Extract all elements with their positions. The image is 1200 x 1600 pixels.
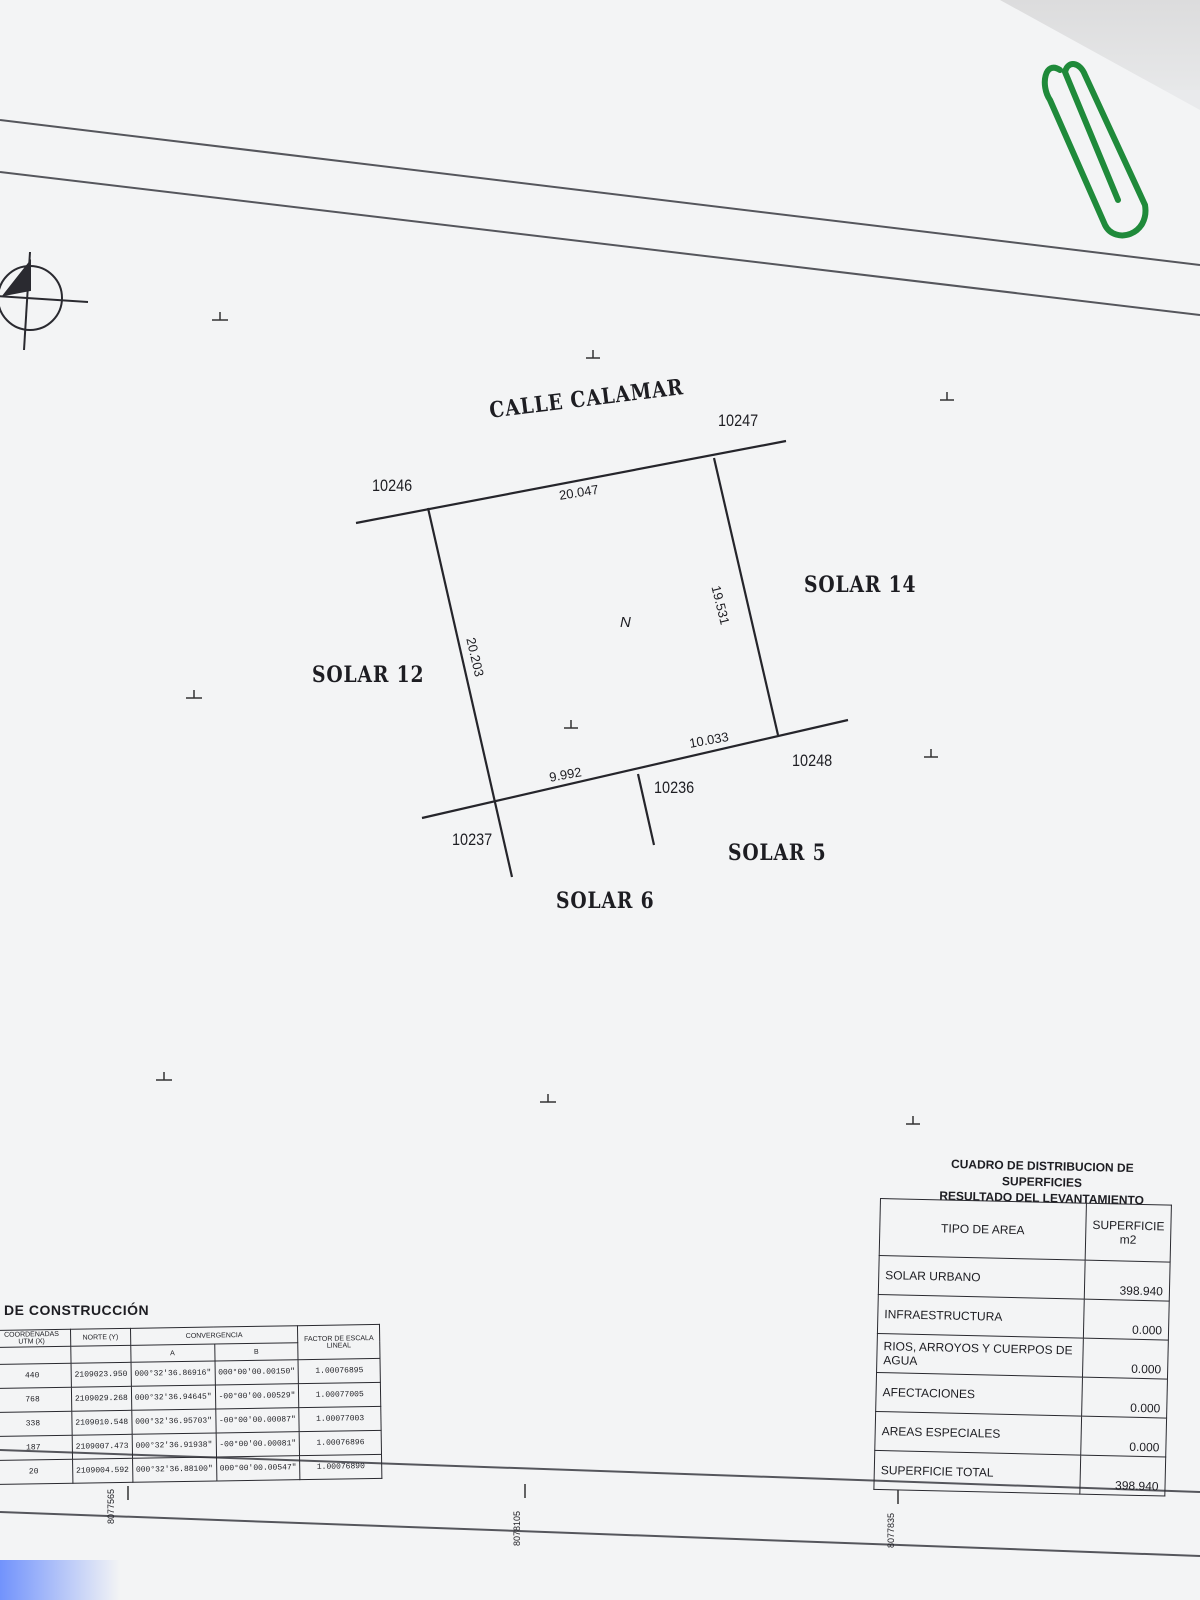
- area-type: SUPERFICIE TOTAL: [873, 1450, 1081, 1495]
- cell: 1.00077003: [299, 1406, 382, 1432]
- cell: 187: [0, 1435, 73, 1461]
- cell: 000°32'36.94645": [131, 1385, 216, 1411]
- cell: 2109029.268: [71, 1386, 132, 1412]
- area-value: 0.000: [1080, 1416, 1167, 1458]
- col-header: NORTE (Y): [70, 1328, 131, 1347]
- cell: 1.00076895: [298, 1358, 381, 1384]
- cell: 2109007.473: [72, 1434, 133, 1460]
- north-label: N: [620, 614, 631, 631]
- surface-title-line: CUADRO DE DISTRIBUCION DE SUPERFICIES: [950, 1156, 1134, 1190]
- col-header: A: [130, 1344, 215, 1363]
- border-line: [0, 1511, 1200, 1557]
- area-value: 398.940: [1079, 1455, 1166, 1497]
- border-line: [0, 171, 1200, 316]
- neighbor-label: SOLAR 6: [556, 888, 655, 914]
- construction-table-title: DE CONSTRUCCIÓN: [4, 1302, 150, 1318]
- vertex-label: 10236: [654, 778, 695, 797]
- col-header-part: (X): [35, 1338, 45, 1346]
- area-type: AFECTACIONES: [875, 1372, 1083, 1417]
- cell: 1.00076896: [299, 1430, 382, 1456]
- cell: 000°00'00.00150": [214, 1359, 299, 1386]
- area-type: INFRAESTRUCTURA: [877, 1294, 1085, 1339]
- area-value: 0.000: [1083, 1299, 1170, 1341]
- cell: 1.00077005: [298, 1382, 381, 1408]
- cell: -00°00'00.00081": [215, 1431, 300, 1457]
- cell: 000°00'00.00547": [216, 1455, 301, 1481]
- cell: 2109004.592: [72, 1458, 133, 1484]
- area-type: AREAS ESPECIALES: [874, 1411, 1082, 1456]
- col-header-part: COORDENADAS UTM: [4, 1330, 59, 1346]
- cell: 000°32'36.95703": [131, 1409, 216, 1435]
- neighbor-label: SOLAR 12: [312, 662, 425, 688]
- col-header: TIPO DE AREA: [879, 1198, 1087, 1261]
- border-line: [0, 1449, 1200, 1493]
- north-arrow-icon: [0, 251, 89, 351]
- area-type: RIOS, ARROYOS Y CUERPOS DE AGUA: [876, 1333, 1084, 1378]
- cell: 440: [0, 1363, 72, 1389]
- cell: 000°32'36.86916": [130, 1361, 215, 1387]
- col-header: SUPERFICIE m2: [1085, 1203, 1172, 1263]
- background-object: [0, 1560, 120, 1600]
- area-value: 398.940: [1084, 1260, 1171, 1302]
- vertex-label: 10246: [372, 476, 413, 495]
- construction-table: COORDENADAS UTM (X) NORTE (Y) CONVERGENC…: [0, 1324, 382, 1485]
- grid-cross: [156, 312, 954, 1125]
- cell: -00°00'00.00529": [214, 1383, 300, 1410]
- area-value: 0.000: [1081, 1377, 1168, 1419]
- cell: 2109010.548: [71, 1410, 132, 1436]
- cell: 1.00076890: [299, 1454, 382, 1480]
- neighbor-label: SOLAR 5: [728, 840, 827, 866]
- area-value: 0.000: [1082, 1338, 1169, 1380]
- cell: 20: [0, 1459, 73, 1485]
- vertex-label: 10237: [452, 830, 493, 849]
- grid-coordinate-label: 8077835: [886, 1512, 896, 1548]
- vertex-label: 10247: [718, 411, 759, 430]
- cell: 338: [0, 1411, 73, 1437]
- cell: 000°32'36.88100": [132, 1456, 217, 1483]
- border-line: [0, 119, 1200, 266]
- col-header: COORDENADAS UTM (X): [0, 1329, 71, 1348]
- paperclip: [1041, 61, 1149, 239]
- grid-coordinate-label: 8077565: [106, 1488, 116, 1524]
- neighbor-label: SOLAR 14: [804, 572, 917, 598]
- grid-coordinate-label: 8078105: [512, 1510, 522, 1546]
- vertex-label: 10248: [792, 751, 833, 770]
- cell: 768: [0, 1387, 72, 1413]
- col-header: FACTOR DE ESCALA LINEAL: [297, 1324, 380, 1360]
- lot-outline: [355, 439, 849, 878]
- col-header: B: [214, 1342, 299, 1362]
- cell: -00°00'00.00087": [215, 1407, 300, 1433]
- cell: 2109023.950: [70, 1362, 132, 1388]
- cell: 000°32'36.91938": [131, 1432, 217, 1459]
- area-type: SOLAR URBANO: [878, 1255, 1086, 1300]
